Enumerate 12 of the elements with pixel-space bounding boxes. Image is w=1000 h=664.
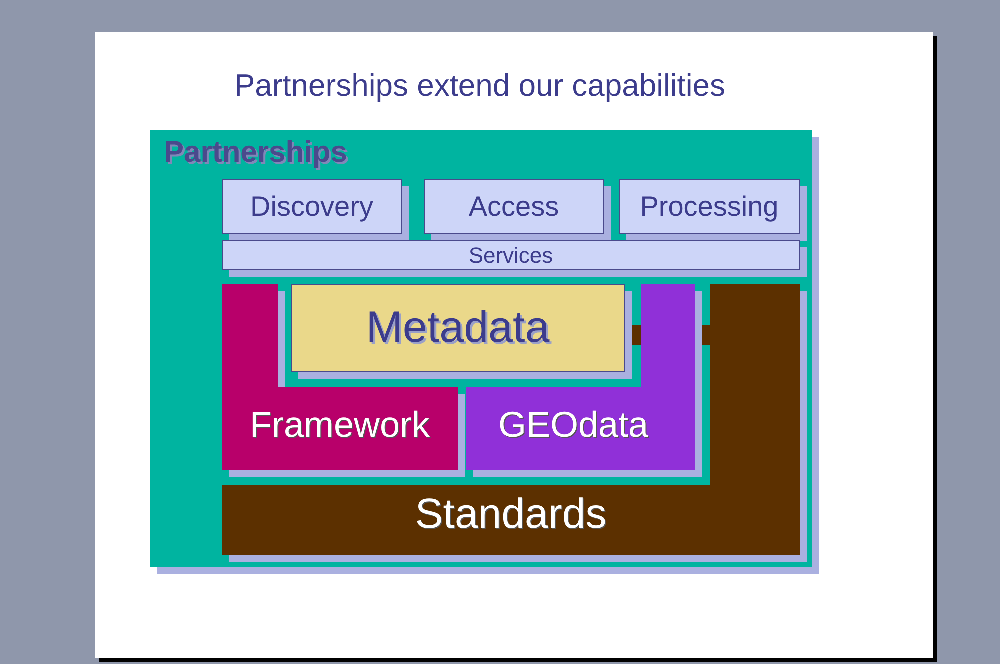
block-label: GEOdata [497, 404, 650, 446]
block-label: Standards [414, 490, 608, 538]
block-label: Discovery [250, 190, 374, 224]
block-label: Metadata [365, 302, 551, 354]
standards-block [222, 284, 800, 555]
block-label: Framework [248, 404, 432, 446]
block-label: Services [468, 242, 554, 269]
panel-heading: Partnerships [164, 136, 348, 170]
block-label: Access [468, 190, 560, 224]
partnerships-panel [150, 130, 812, 567]
slide-title: Partnerships extend our capabilities [233, 68, 727, 104]
block-label: Processing [639, 190, 780, 224]
